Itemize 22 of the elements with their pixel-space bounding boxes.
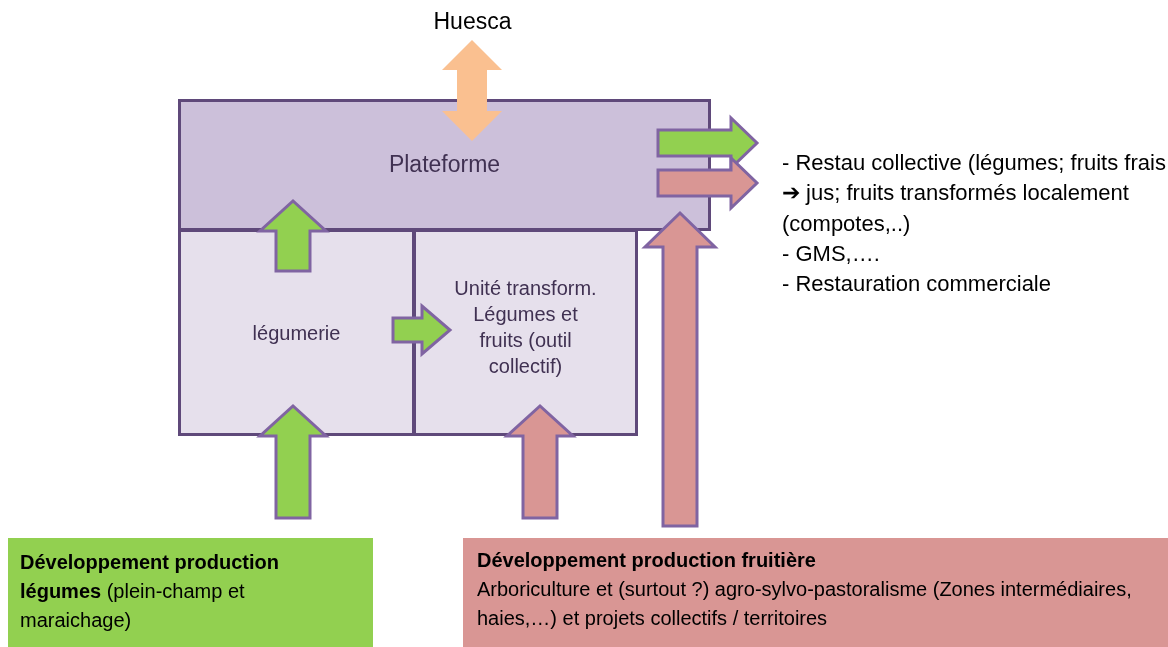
list-item: - Restau collective (légumes; fruits frais ➔ jus; fruits transformés localement (compotes,..) bbox=[782, 149, 1166, 238]
block-arrow bbox=[656, 154, 760, 212]
source-box bbox=[8, 538, 373, 647]
process-box bbox=[413, 229, 638, 436]
block-arrow bbox=[442, 40, 502, 141]
block-arrow bbox=[256, 403, 330, 520]
block-arrow bbox=[391, 302, 453, 358]
box-text: Unité transform. Légumes et fruits (outil collectif) bbox=[454, 275, 597, 379]
box-text: Arboriculture et (surtout ?) agro-sylvo-pastoralisme (Zones intermédiaires, haies,…) et projets collectifs / territoires bbox=[477, 577, 1133, 631]
box-text: Huesca bbox=[432, 8, 513, 36]
box-heading: Développement production fruitière bbox=[477, 548, 817, 573]
list-item: - Restauration commerciale bbox=[782, 270, 1052, 299]
list-item: - GMS,…. bbox=[782, 240, 881, 269]
box-text: légumerie bbox=[251, 320, 342, 345]
block-arrow bbox=[641, 210, 719, 528]
process-box bbox=[178, 229, 415, 436]
block-arrow bbox=[256, 198, 330, 273]
box-text: Développement production légumes (plein-champ et maraichage) bbox=[20, 550, 280, 633]
box-text: Plateforme bbox=[387, 151, 502, 179]
block-arrow bbox=[503, 403, 577, 520]
source-box bbox=[463, 538, 1168, 647]
process-box bbox=[178, 99, 711, 231]
